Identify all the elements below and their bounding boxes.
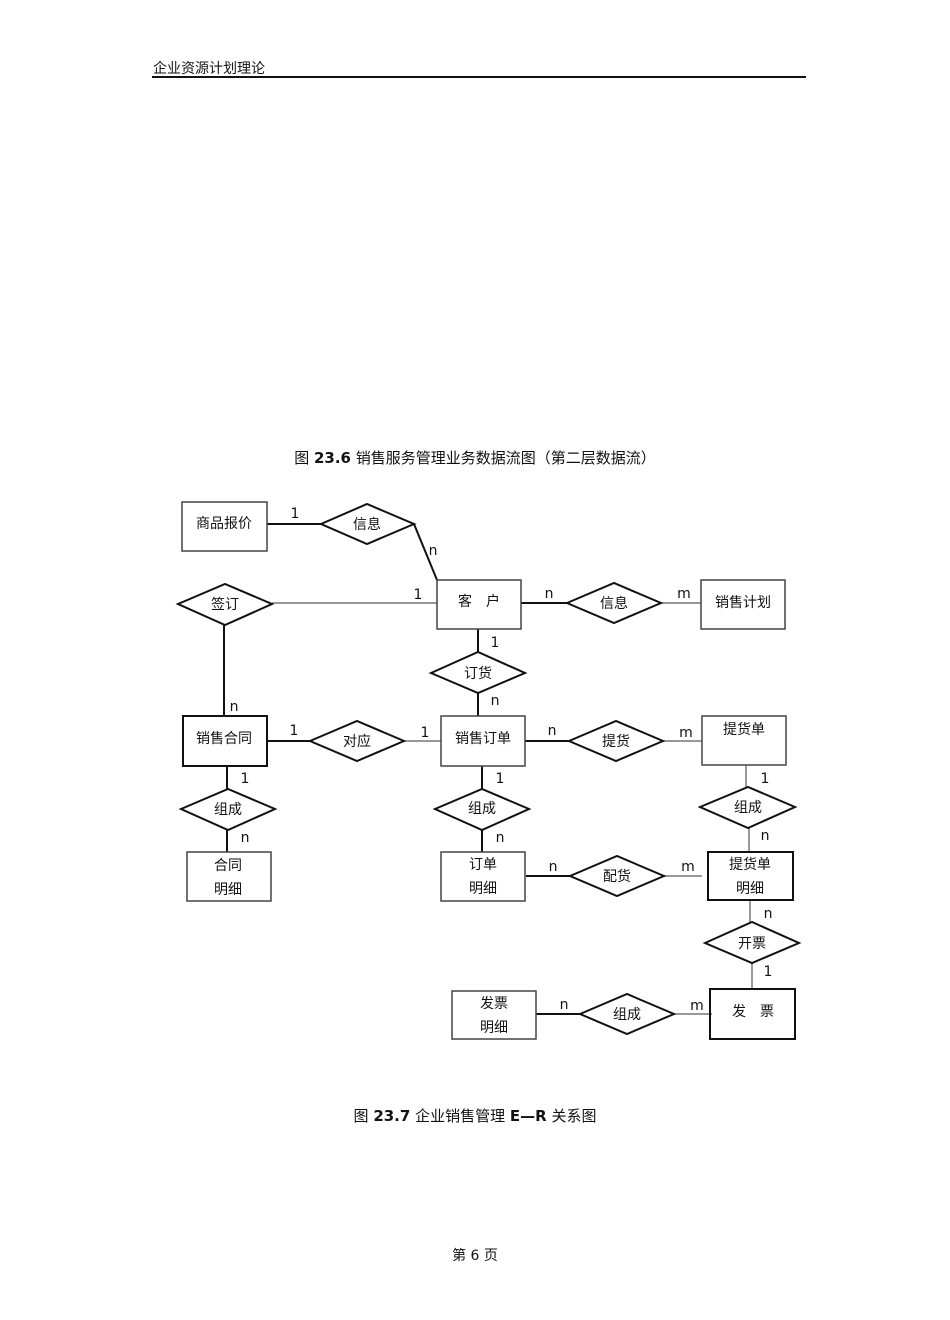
entity-label-sales-order: 销售订单 xyxy=(455,731,511,747)
relationship-label-compose-order: 组成 xyxy=(468,801,496,817)
relationship-label-correspond: 对应 xyxy=(343,733,371,750)
cardinality-label: n xyxy=(548,723,557,739)
caption-tail: 关系图 xyxy=(546,1107,597,1125)
relationship-diamond-sign xyxy=(175,582,275,627)
cardinality-label: 1 xyxy=(761,771,770,787)
page-number: 第 6 页 xyxy=(452,1248,498,1264)
cardinality-label: n xyxy=(241,830,250,846)
figure-caption-23-6: 图 23.6 销售服务管理业务数据流图（第二层数据流） xyxy=(0,447,950,468)
entity-label-order-detail-2: 明细 xyxy=(469,881,497,897)
entity-box-customer xyxy=(436,579,522,630)
entity-label-invoice: 发 票 xyxy=(732,1004,774,1020)
cardinality-label: n xyxy=(491,693,500,709)
relationship-label-compose-invoice: 组成 xyxy=(613,1007,641,1023)
relationship-diamond-correspond xyxy=(307,719,407,763)
cardinality-label: 1 xyxy=(491,635,500,651)
cardinality-label: 1 xyxy=(241,771,250,787)
relationship-label-order-goods: 订货 xyxy=(464,665,492,682)
cardinality-label: n xyxy=(761,828,770,844)
relationship-label-info-quote: 信息 xyxy=(353,516,381,533)
relationship-diamond-compose-contract xyxy=(178,787,278,832)
entity-label-customer: 客 户 xyxy=(458,593,500,610)
relationship-diamond-allocate xyxy=(567,854,667,898)
entity-box-sales-contract xyxy=(182,715,268,767)
entity-label-delivery-detail-2: 明细 xyxy=(736,881,764,897)
cardinality-label: 1 xyxy=(414,587,423,603)
cardinality-label: n xyxy=(545,586,554,602)
entity-box-delivery-note xyxy=(701,715,787,766)
entity-box-delivery-detail xyxy=(707,851,794,901)
relationship-label-info-plan: 信息 xyxy=(600,595,628,612)
caption-prefix: 图 xyxy=(294,449,314,467)
edge-info-customer xyxy=(413,523,438,581)
cardinality-label: 1 xyxy=(496,771,505,787)
caption-bold-tail: E—R xyxy=(509,1107,547,1125)
header-rule xyxy=(152,76,806,78)
entity-box-invoice xyxy=(709,988,796,1040)
relationship-diamond-invoicing xyxy=(702,920,802,965)
entity-label-delivery-note: 提货单 xyxy=(723,721,765,738)
entity-label-sales-contract: 销售合同 xyxy=(196,731,252,747)
relationship-diamond-compose-order xyxy=(432,787,532,832)
cardinality-label: n xyxy=(496,830,505,846)
relationship-label-invoicing: 开票 xyxy=(738,936,766,952)
cardinality-label: m xyxy=(690,998,704,1014)
entity-label-order-detail-1: 订单 xyxy=(469,857,497,873)
entity-box-invoice-detail xyxy=(451,990,537,1040)
cardinality-label: n xyxy=(429,543,438,559)
cardinality-label: n xyxy=(549,859,558,875)
relationship-label-sign: 签订 xyxy=(211,596,239,613)
cardinality-label: m xyxy=(681,859,695,875)
cardinality-label: n xyxy=(764,906,773,922)
caption-number: 23.6 xyxy=(313,449,351,467)
caption-text: 企业销售管理 xyxy=(410,1107,510,1125)
entity-label-delivery-detail-1: 提货单 xyxy=(729,856,771,873)
relationship-label-compose-delivery: 组成 xyxy=(734,800,762,816)
cardinality-label: m xyxy=(679,725,693,741)
cardinality-label: 1 xyxy=(291,506,300,522)
relationship-diamond-compose-delivery xyxy=(697,785,798,830)
entity-box-contract-detail xyxy=(186,851,272,902)
entity-box-sales-plan xyxy=(700,579,786,630)
entity-label-contract-detail-2: 明细 xyxy=(214,882,242,898)
entity-box-product-quote xyxy=(181,501,268,552)
entity-label-product-quote: 商品报价 xyxy=(196,516,252,532)
relationship-label-pickup: 提货 xyxy=(602,733,630,750)
cardinality-label: 1 xyxy=(290,723,299,739)
caption-number: 23.7 xyxy=(373,1107,411,1125)
figure-caption-23-7: 图 23.7 企业销售管理 E—R 关系图 xyxy=(0,1105,950,1126)
entity-label-invoice-detail-2: 明细 xyxy=(480,1020,508,1036)
cardinality-label: m xyxy=(677,586,691,602)
entity-label-sales-plan: 销售计划 xyxy=(715,595,771,611)
relationship-diamond-order-goods xyxy=(428,650,528,695)
entity-box-order-detail xyxy=(440,851,526,902)
cardinality-label: 1 xyxy=(764,964,773,980)
relationship-label-compose-contract: 组成 xyxy=(214,802,242,818)
relationship-diamond-info-plan xyxy=(564,581,664,625)
relationship-diamond-info-quote xyxy=(318,502,417,546)
running-header: 企业资源计划理论 xyxy=(153,61,265,77)
cardinality-label: n xyxy=(230,699,239,715)
relationship-diamond-pickup xyxy=(566,719,666,763)
caption-text: 销售服务管理业务数据流图（第二层数据流） xyxy=(351,449,656,467)
entity-label-contract-detail-1: 合同 xyxy=(214,858,242,874)
cardinality-label: n xyxy=(560,997,569,1013)
cardinality-label: 1 xyxy=(421,725,430,741)
entity-label-invoice-detail-1: 发票 xyxy=(480,996,508,1012)
relationship-label-allocate: 配货 xyxy=(603,868,631,885)
caption-prefix: 图 xyxy=(353,1107,374,1125)
relationship-diamond-compose-invoice xyxy=(577,992,677,1036)
entity-box-sales-order xyxy=(440,715,526,767)
